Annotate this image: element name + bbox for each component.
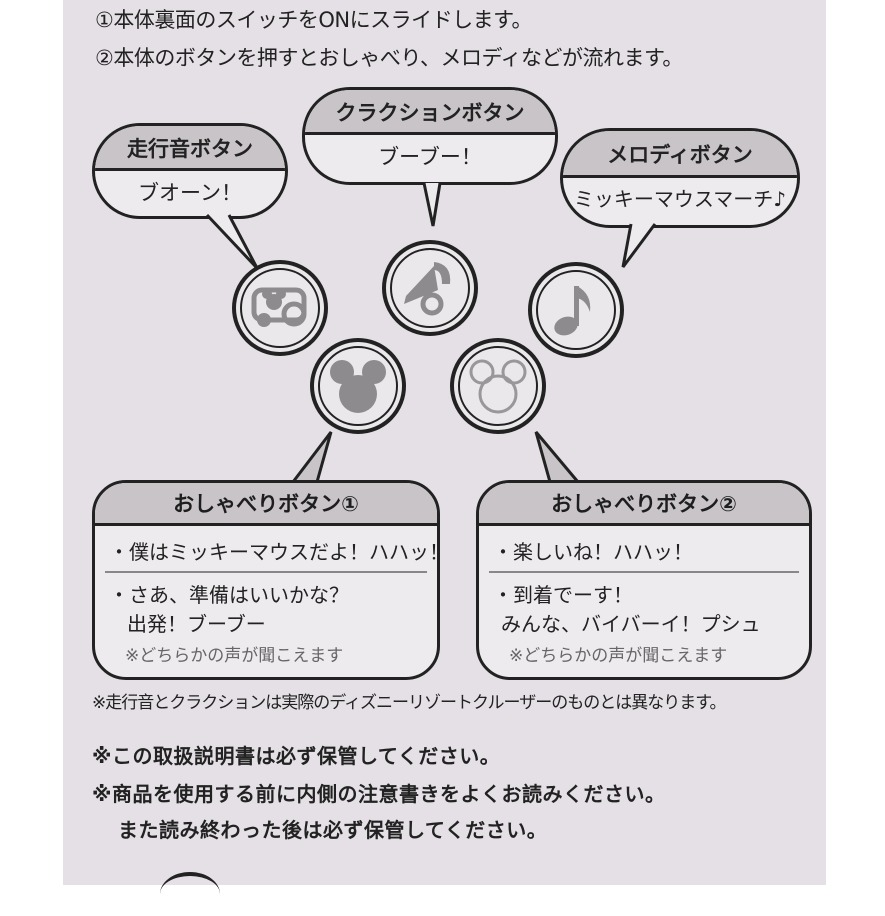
running-sound-tail [205,213,259,270]
talk-2-line-2b: みんな、バイバーイ！プシュ [501,612,761,636]
talk-2-title: おしゃべりボタン② [479,483,809,526]
talk-1-divider [105,571,427,573]
running-sound-text: ブオーン！ [138,181,242,205]
step-1-text: ①本体裏面のスイッチをONにスライドします。 [95,8,532,32]
talk-1-line-2a: ・さあ、準備はいいかな？ [109,583,349,607]
melody-title: メロディボタン [563,131,797,178]
horn-tail [422,182,442,227]
talk-button-2[interactable] [450,338,546,434]
horn-icon [404,262,451,316]
talk-1-tail [291,431,333,483]
talk-2-line-1: ・楽しいね！ハハッ！ [493,540,693,564]
talk-bubble-2: おしゃべりボタン② ・楽しいね！ハハッ！ ・到着でーす！ みんな、バイバーイ！プ… [476,480,812,680]
melody-bubble: メロディボタン ミッキーマウスマーチ♪ [560,128,800,228]
talk-1-line-1: ・僕はミッキーマウスだよ！ハハッ！ [109,540,440,564]
talk-2-tail [534,431,580,483]
melody-text: ミッキーマウスマーチ♪ [573,187,787,211]
running-sound-bubble: 走行音ボタン ブオーン！ [92,123,288,219]
horn-bubble: クラクションボタン ブーブー！ [302,87,558,185]
partial-shape-bottom [160,872,220,916]
mickey-outline-icon [469,359,527,414]
car-icon [251,287,307,327]
horn-text: ブーブー！ [378,145,482,169]
talk-bubble-1: おしゃべりボタン① ・僕はミッキーマウスだよ！ハハッ！ ・さあ、準備はいいかな？… [92,480,440,680]
talk-1-note: ※どちらかの声が聞こえます [125,646,344,666]
step-2-text: ②本体のボタンを押すとおしゃべり、メロディなどが流れます。 [95,46,683,70]
running-sound-button[interactable] [232,260,328,356]
talk-1-title: おしゃべりボタン① [95,483,437,526]
talk-2-line-2a: ・到着でーす！ [493,583,633,607]
melody-tail [621,223,657,268]
warning-keep-after-reading: また読み終わった後は必ず保管してください。 [118,818,548,842]
talk-1-line-2b: 出発！ブーブー [127,612,266,636]
talk-2-note: ※どちらかの声が聞こえます [509,646,728,666]
melody-button[interactable] [528,262,624,358]
horn-button[interactable] [382,240,478,336]
running-sound-title: 走行音ボタン [95,126,285,171]
mickey-solid-icon [330,360,386,413]
disclaimer-note: ※走行音とクラクションは実際のディズニーリゾートクルーザーのものとは異なります。 [92,693,727,713]
music-note-icon [554,286,591,336]
warning-read-before-use: ※商品を使用する前に内側の注意書きをよくお読みください。 [92,782,666,806]
warning-keep-manual: ※この取扱説明書は必ず保管してください。 [92,744,501,768]
horn-title: クラクションボタン [305,90,555,135]
talk-button-1[interactable] [310,338,406,434]
talk-2-divider [489,571,799,573]
